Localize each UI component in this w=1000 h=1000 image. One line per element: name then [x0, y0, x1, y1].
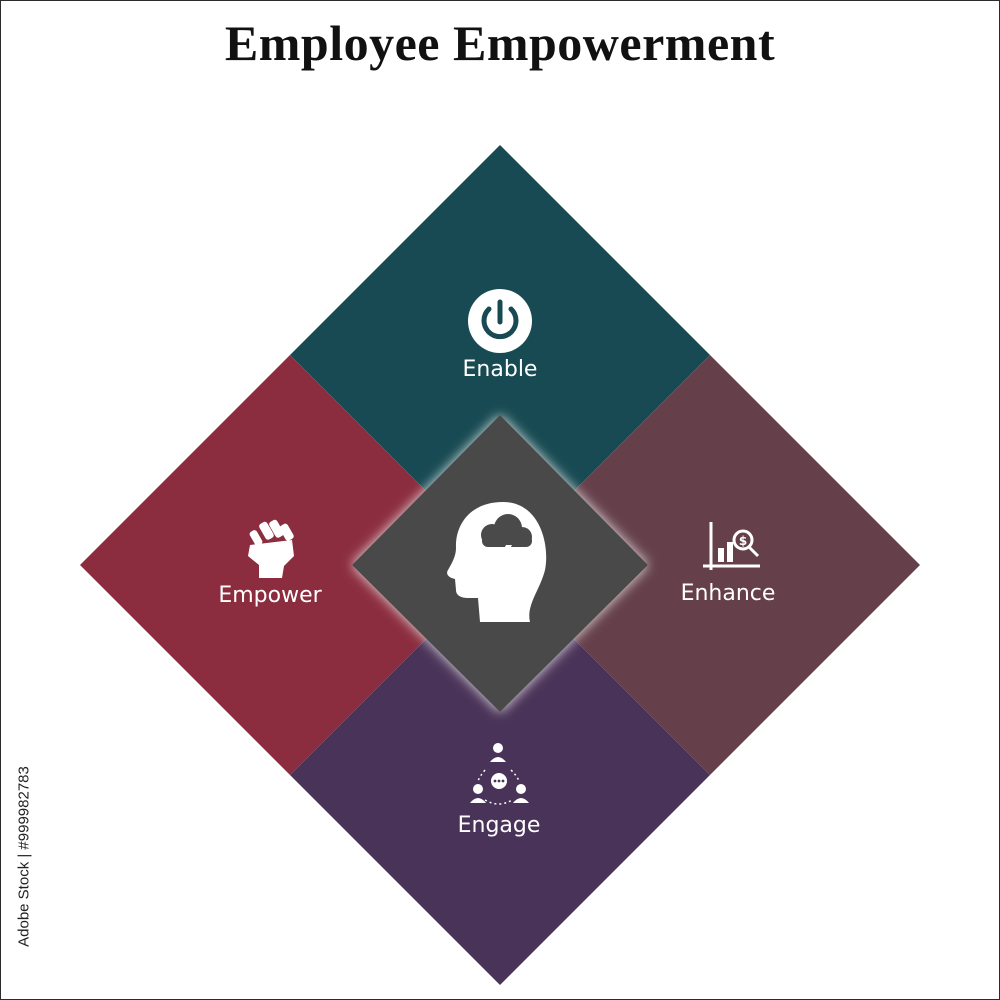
stock-id: Adobe Stock | #999982783 [4, 760, 44, 960]
segment-label-empower: Empower [218, 583, 322, 608]
head-with-storm-cloud-icon [447, 502, 547, 622]
power-icon [468, 289, 532, 353]
chart-magnifier-icon: $ [703, 522, 760, 570]
page-title: Employee Empowerment [224, 15, 776, 71]
raised-fist-icon [248, 519, 294, 578]
stock-id-text: Adobe Stock | #999982783 [15, 766, 33, 947]
segment-label-enable: Enable [463, 357, 538, 382]
svg-text:$: $ [739, 534, 747, 548]
segment-label-enhance: Enhance [681, 581, 776, 606]
team-discussion-icon [470, 743, 529, 805]
segment-label-engage: Engage [458, 813, 541, 838]
